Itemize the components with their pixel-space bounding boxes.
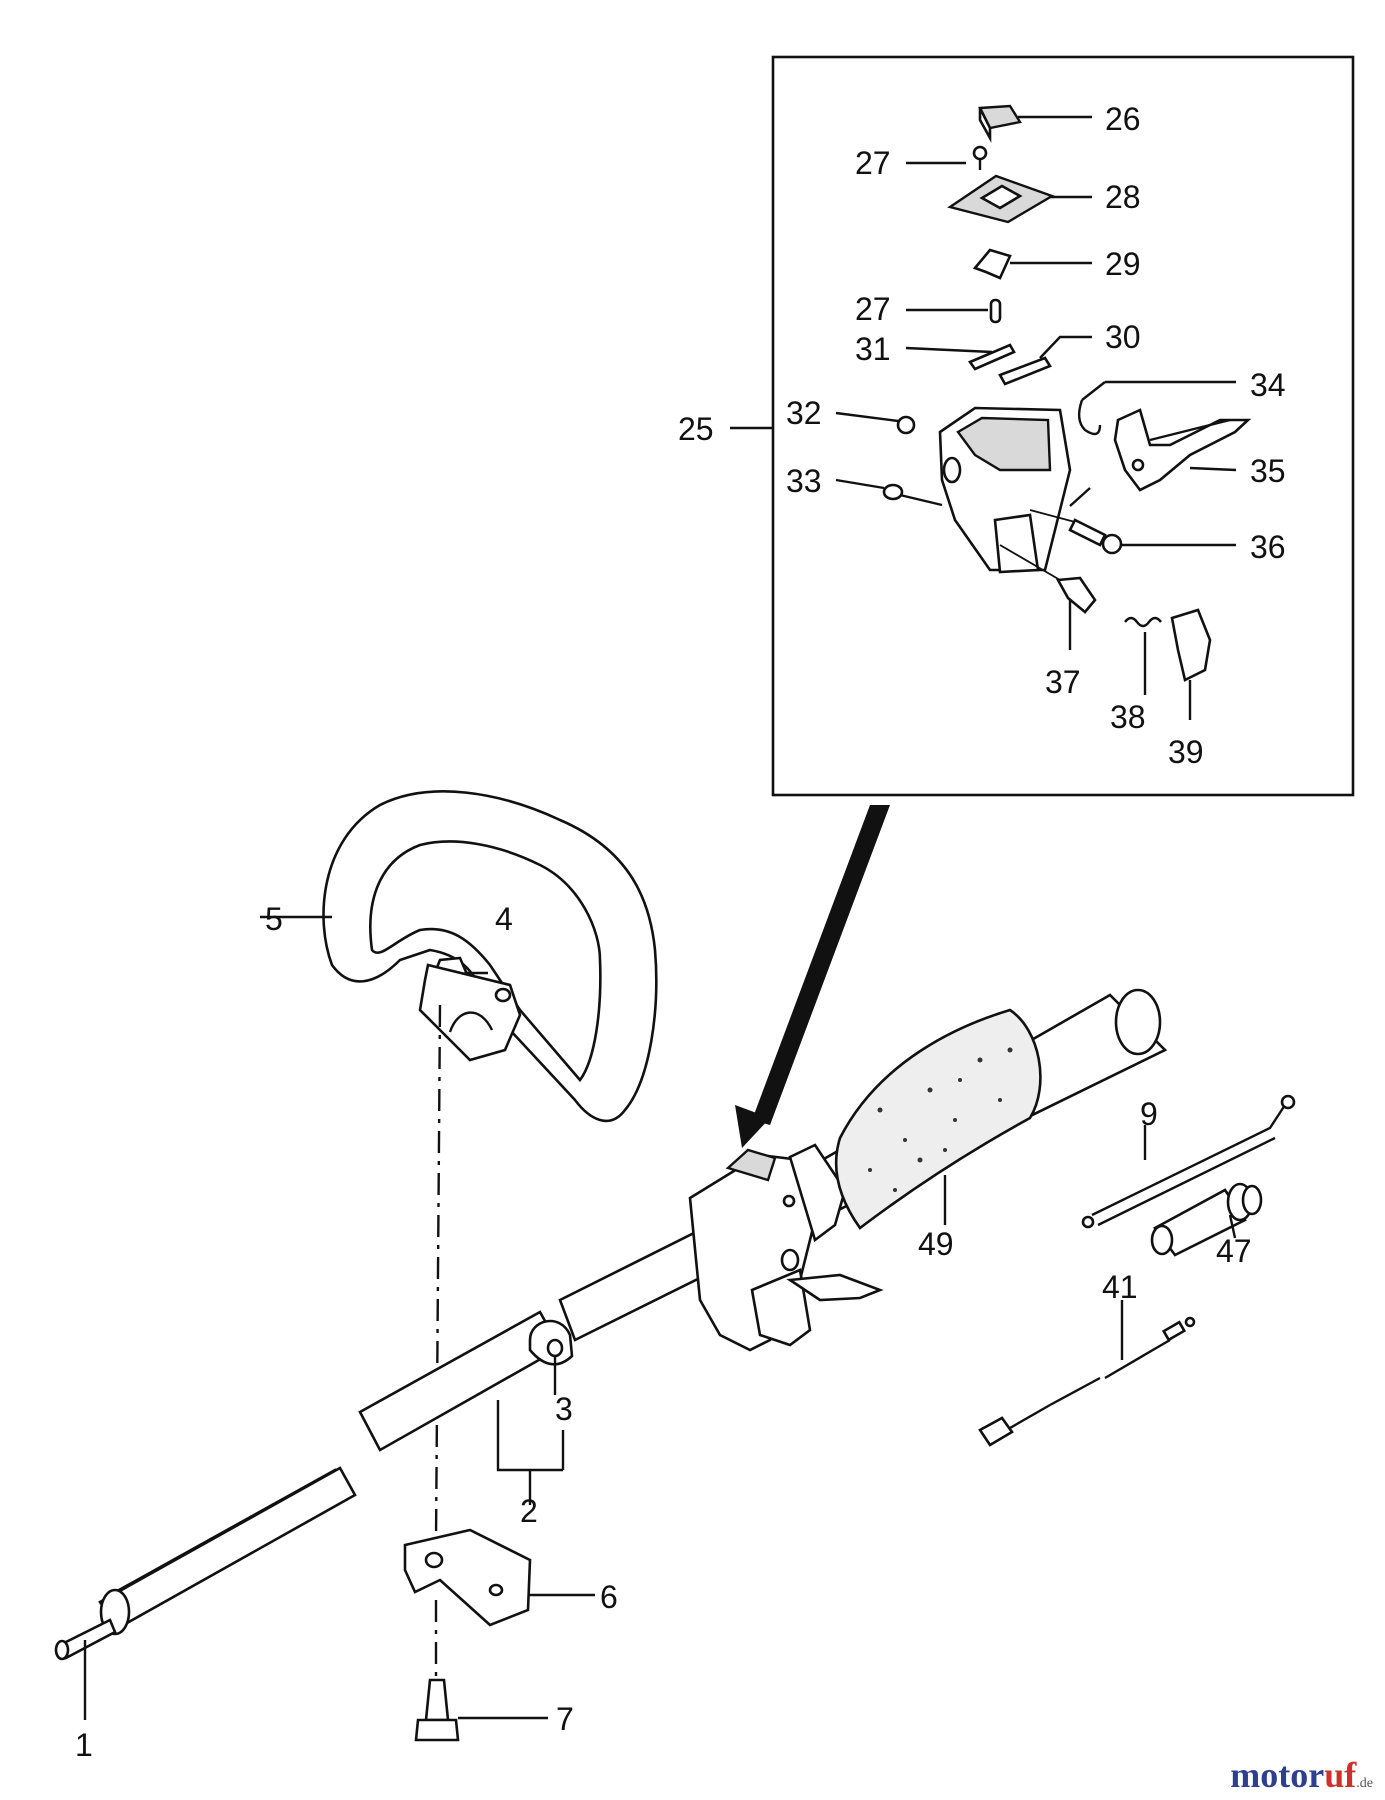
part-5-loop-handle — [260, 790, 658, 1123]
part-6-lower-clamp — [403, 1528, 595, 1627]
label-part-25: 25 — [678, 411, 714, 447]
label-part-31: 31 — [855, 331, 891, 367]
label-part-3: 3 — [555, 1391, 573, 1427]
label-part-36: 36 — [1250, 529, 1286, 565]
part-30-link — [998, 335, 1092, 386]
part-3-collar — [528, 1319, 574, 1395]
part-27-screw-middle — [906, 298, 1002, 324]
label-part-5: 5 — [265, 901, 283, 937]
part-33-ring — [835, 478, 943, 507]
part-32-nut — [835, 411, 916, 435]
label-part-37: 37 — [1045, 664, 1081, 700]
label-part-2: 2 — [520, 1493, 538, 1529]
label-part-38: 38 — [1110, 699, 1146, 735]
label-part-4: 4 — [495, 901, 513, 937]
part-37-knob — [999, 544, 1097, 650]
part-9-cable — [1081, 1094, 1296, 1229]
label-part-6: 6 — [600, 1579, 618, 1615]
part-27-screw-top — [906, 145, 988, 170]
part-7-bolt — [414, 1600, 548, 1742]
part-35-lever — [1069, 408, 1252, 507]
label-part-33: 33 — [786, 463, 822, 499]
part-49-grip — [788, 1008, 1042, 1243]
watermark-accent: uf — [1324, 1755, 1357, 1795]
watermark-main: motor — [1230, 1755, 1325, 1795]
part-1-shaft-end — [54, 1588, 131, 1720]
clamp-axis-line — [434, 1004, 442, 1541]
watermark-suffix: .de — [1356, 1776, 1373, 1791]
part-26-cap — [978, 104, 1092, 144]
label-part-47: 47 — [1216, 1233, 1252, 1269]
label-part-1: 1 — [75, 1727, 93, 1763]
label-part-26: 26 — [1105, 101, 1141, 137]
part-28-plate — [947, 174, 1092, 224]
label-part-30: 30 — [1105, 319, 1141, 355]
shaft-right-end — [1114, 988, 1162, 1056]
label-part-41: 41 — [1102, 1269, 1138, 1305]
label-part-27-middle: 27 — [855, 291, 891, 327]
label-part-39: 39 — [1168, 734, 1204, 770]
part-29-clip — [972, 248, 1092, 280]
part-39-cover — [1170, 608, 1212, 720]
label-part-27-top: 27 — [855, 145, 891, 181]
site-watermark: motoruf.de — [1230, 1754, 1373, 1796]
label-part-9: 9 — [1140, 1096, 1158, 1132]
label-part-7: 7 — [556, 1701, 574, 1737]
label-part-29: 29 — [1105, 246, 1141, 282]
inset-pointer-arrow — [735, 805, 890, 1148]
label-part-28: 28 — [1105, 179, 1141, 215]
upper-clamp — [418, 963, 522, 1062]
label-part-49: 49 — [918, 1226, 954, 1262]
label-part-32: 32 — [786, 395, 822, 431]
part-34-spring — [1077, 380, 1236, 436]
label-part-34: 34 — [1250, 367, 1286, 403]
part-38-spring — [1124, 616, 1162, 695]
part-2-bracket — [496, 1400, 565, 1505]
label-part-35: 35 — [1250, 453, 1286, 489]
throttle-handle-body — [688, 1148, 884, 1352]
part-47-boot — [1150, 1182, 1263, 1257]
part-41-wire — [978, 1300, 1196, 1447]
throttle-housing — [938, 406, 1072, 574]
part-31-pin — [905, 343, 1016, 371]
inset-frame — [771, 55, 1355, 797]
part-36-bolt — [1029, 509, 1236, 555]
